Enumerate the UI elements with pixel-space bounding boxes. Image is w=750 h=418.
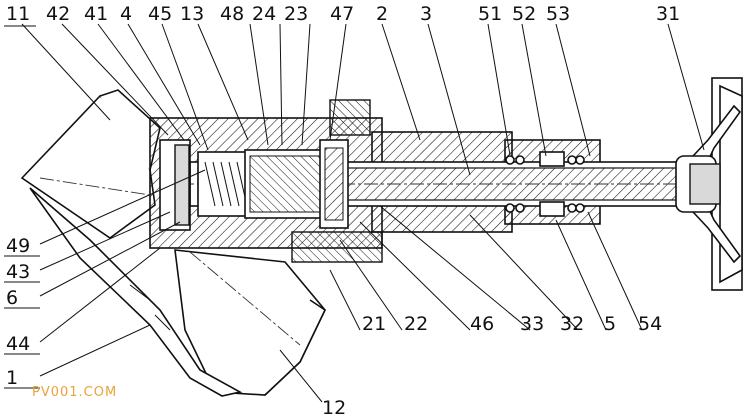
label-1: 1: [6, 367, 18, 389]
label-49: 49: [6, 235, 30, 257]
label-43: 43: [6, 261, 30, 283]
label-5: 5: [604, 313, 616, 335]
handwheel: [675, 77, 743, 291]
label-45: 45: [148, 3, 172, 25]
label-22: 22: [404, 313, 428, 335]
label-46: 46: [470, 313, 494, 335]
label-52: 52: [512, 3, 536, 25]
packing: [505, 151, 585, 217]
label-48: 48: [220, 3, 244, 25]
label-24: 24: [252, 3, 276, 25]
label-4: 4: [120, 3, 132, 25]
label-13: 13: [180, 3, 204, 25]
label-3: 3: [420, 3, 432, 25]
label-47: 47: [330, 3, 354, 25]
label-32: 32: [560, 313, 584, 335]
label-2: 2: [376, 3, 388, 25]
watermark: PV001.COM: [32, 385, 117, 400]
label-21: 21: [362, 313, 386, 335]
label-23: 23: [284, 3, 308, 25]
label-44: 44: [6, 333, 30, 355]
part-labels: 11 42 41 4 45 13 48 24 23 47 2 3 51 52 5…: [6, 3, 680, 418]
label-54: 54: [638, 313, 662, 335]
spring: [204, 161, 248, 207]
label-41: 41: [84, 3, 108, 25]
label-12: 12: [322, 397, 346, 418]
label-6: 6: [6, 287, 18, 309]
leader-lines: [4, 23, 705, 403]
label-42: 42: [46, 3, 70, 25]
label-11: 11: [6, 3, 30, 25]
label-33: 33: [520, 313, 544, 335]
label-31: 31: [656, 3, 680, 25]
label-53: 53: [546, 3, 570, 25]
label-51: 51: [478, 3, 502, 25]
disc-assembly: [159, 139, 349, 231]
